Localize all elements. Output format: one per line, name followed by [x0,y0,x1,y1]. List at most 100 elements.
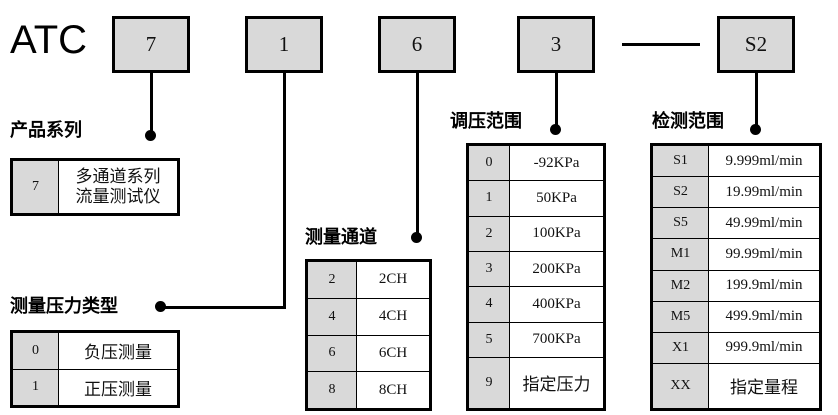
connector-series-line [150,73,153,136]
table-row[interactable]: 9 指定压力 [468,356,604,410]
cell-value: 指定量程 [708,362,820,410]
caption-pressure-range: 调压范围 [450,111,522,131]
cell-value: 200KPa [509,250,604,288]
connector-channels-dot-icon [411,232,422,243]
cell-code: 0 [12,332,59,370]
cell-code: M2 [652,269,709,302]
connector-detection-range-line [755,73,758,130]
table-row[interactable]: XX 指定量程 [652,362,820,410]
cell-code: S5 [652,207,709,240]
cell-value: 400KPa [509,286,604,323]
code-box-detection-range[interactable]: S2 [717,16,795,73]
table-row[interactable]: S5 49.99ml/min [652,207,820,240]
table-row[interactable]: 0 -92KPa [468,144,604,182]
cell-code: M1 [652,238,709,271]
separator-dash-icon [622,43,700,46]
code-box-series-value: 7 [145,32,157,56]
cell-value: 指定压力 [509,356,604,410]
connector-pressure-range-dot-icon [550,124,561,135]
code-box-series[interactable]: 7 [112,16,190,73]
table-row[interactable]: 1 正压测量 [12,368,178,406]
table-product-series: 7 多通道系列 流量测试仪 [10,158,180,216]
table-row[interactable]: S1 9.999ml/min [652,144,820,178]
table-row[interactable]: 8 8CH [307,371,430,409]
table-pressure-range: 0 -92KPa 1 50KPa 2 100KPa 3 200KPa 4 400… [466,143,606,411]
table-row[interactable]: X1 999.9ml/min [652,331,820,364]
cell-code: 1 [12,368,59,406]
connector-pressure-type-dot-icon [155,301,166,312]
code-box-pressure-range-value: 3 [550,32,562,56]
table-row[interactable]: M1 99.99ml/min [652,238,820,271]
caption-detection-range: 检测范围 [652,111,724,131]
table-row[interactable]: 4 400KPa [468,286,604,323]
connector-series-dot-icon [145,130,156,141]
caption-measure-channel: 测量通道 [305,227,377,247]
cell-value: 多通道系列 流量测试仪 [58,160,178,214]
table-row[interactable]: 6 6CH [307,334,430,373]
cell-value-line-2: 流量测试仪 [75,187,161,206]
code-box-detection-range-value: S2 [744,32,768,56]
code-box-pressure-type[interactable]: 1 [245,16,323,73]
caption-product-series: 产品系列 [10,120,82,140]
table-row[interactable]: 1 50KPa [468,180,604,217]
cell-code: S2 [652,176,709,209]
cell-code: 0 [468,144,510,182]
cell-value: 负压测量 [58,332,178,370]
cell-value: 4CH [356,297,430,336]
cell-code: 4 [468,286,510,323]
cell-code: 6 [307,334,357,373]
cell-value: 100KPa [509,215,604,252]
table-row[interactable]: 4 4CH [307,297,430,336]
cell-code: XX [652,362,709,410]
code-box-pressure-range[interactable]: 3 [517,16,595,73]
cell-code: M5 [652,300,709,333]
connector-channels-line [416,73,419,238]
cell-value: 199.9ml/min [708,269,820,302]
code-box-channels[interactable]: 6 [378,16,456,73]
code-box-channels-value: 6 [411,32,423,56]
cell-value: 8CH [356,371,430,409]
cell-value: 9.999ml/min [708,144,820,178]
table-row[interactable]: 0 负压测量 [12,332,178,370]
cell-value: 99.99ml/min [708,238,820,271]
code-box-pressure-type-value: 1 [278,32,290,56]
table-detection-range: S1 9.999ml/min S2 19.99ml/min S5 49.99ml… [650,143,822,411]
cell-value: 19.99ml/min [708,176,820,209]
connector-pressure-range-line [555,73,558,130]
table-row[interactable]: 7 多通道系列 流量测试仪 [12,160,178,214]
cell-code: 1 [468,180,510,217]
table-row[interactable]: 2 100KPa [468,215,604,252]
cell-code: 9 [468,356,510,410]
brand-label: ATC [10,18,88,62]
cell-code: 2 [468,215,510,252]
cell-value: 正压测量 [58,368,178,406]
cell-code: 5 [468,321,510,358]
cell-value: 6CH [356,334,430,373]
table-row[interactable]: 2 2CH [307,261,430,299]
cell-value: 50KPa [509,180,604,217]
table-row[interactable]: M2 199.9ml/min [652,269,820,302]
connector-pressure-type-vline [283,73,286,309]
cell-code: 4 [307,297,357,336]
connector-pressure-type-hline [160,306,286,309]
cell-value: 49.99ml/min [708,207,820,240]
cell-code: X1 [652,331,709,364]
table-row[interactable]: 5 700KPa [468,321,604,358]
cell-code: 2 [307,261,357,299]
table-row[interactable]: S2 19.99ml/min [652,176,820,209]
cell-value-line-1: 多通道系列 [75,167,161,187]
cell-value: 499.9ml/min [708,300,820,333]
cell-code: 3 [468,250,510,288]
cell-code: S1 [652,144,709,178]
table-row[interactable]: 3 200KPa [468,250,604,288]
cell-value: 700KPa [509,321,604,358]
cell-code: 8 [307,371,357,409]
cell-code: 7 [12,160,59,214]
cell-value: -92KPa [509,144,604,182]
cell-value: 2CH [356,261,430,299]
caption-pressure-type: 测量压力类型 [10,296,118,316]
connector-detection-range-dot-icon [750,124,761,135]
cell-value: 999.9ml/min [708,331,820,364]
table-row[interactable]: M5 499.9ml/min [652,300,820,333]
